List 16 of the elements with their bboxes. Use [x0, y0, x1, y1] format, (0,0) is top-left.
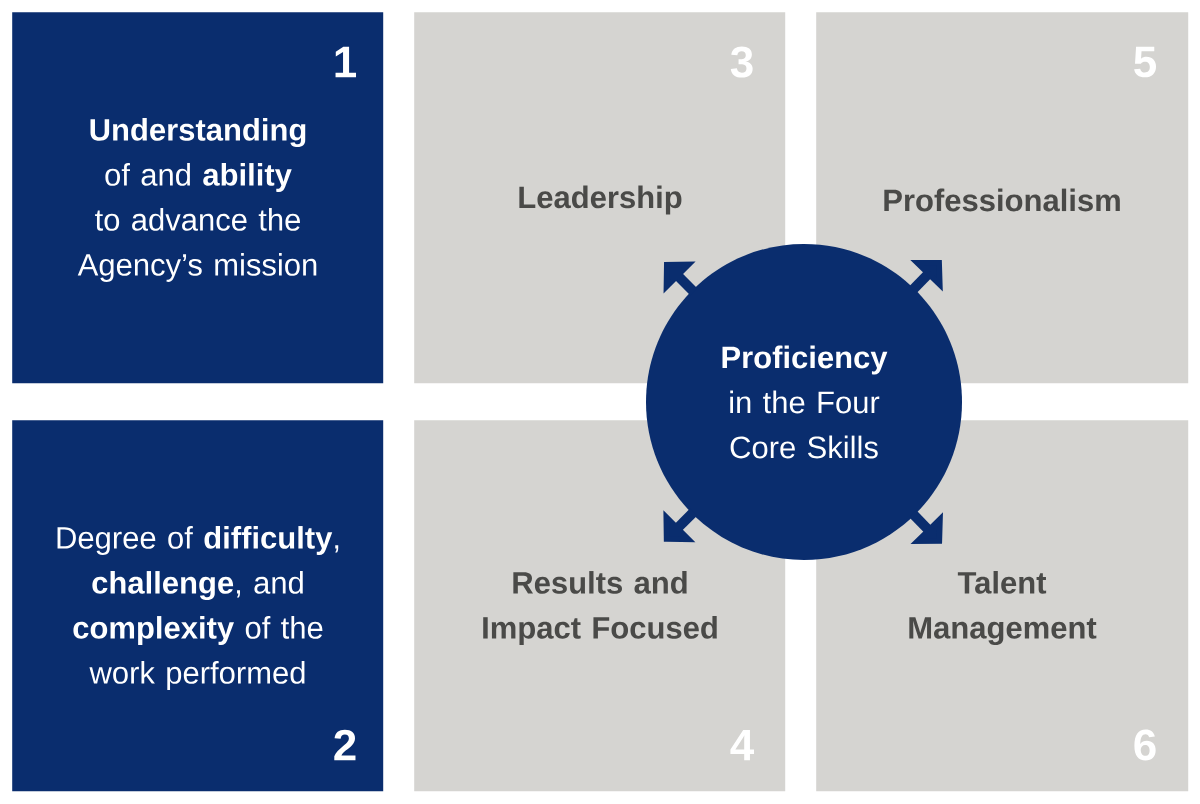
arrow [909, 259, 943, 294]
box-text: Professionalism [884, 188, 1120, 212]
quadrant-box [12, 12, 384, 384]
arrow [663, 508, 698, 543]
box-text: Understanding of and ability to advance the Agency’s mission [77, 118, 317, 282]
arrow [909, 510, 943, 544]
box-text: Talent Management [909, 571, 1097, 646]
arrow [663, 261, 698, 296]
box-text: Results and Impact Focused [483, 571, 717, 645]
box-number: 2 [334, 729, 356, 761]
box-number: 1 [335, 46, 356, 78]
hub-circle [646, 244, 962, 560]
box-text: Leadership [519, 185, 682, 215]
circle-text: Proficiency in the Four Core Skills [722, 345, 888, 459]
box-text: Degree of difficulty, challenge, and complexity of the work performed [57, 526, 339, 690]
quadrant-box [12, 420, 384, 792]
